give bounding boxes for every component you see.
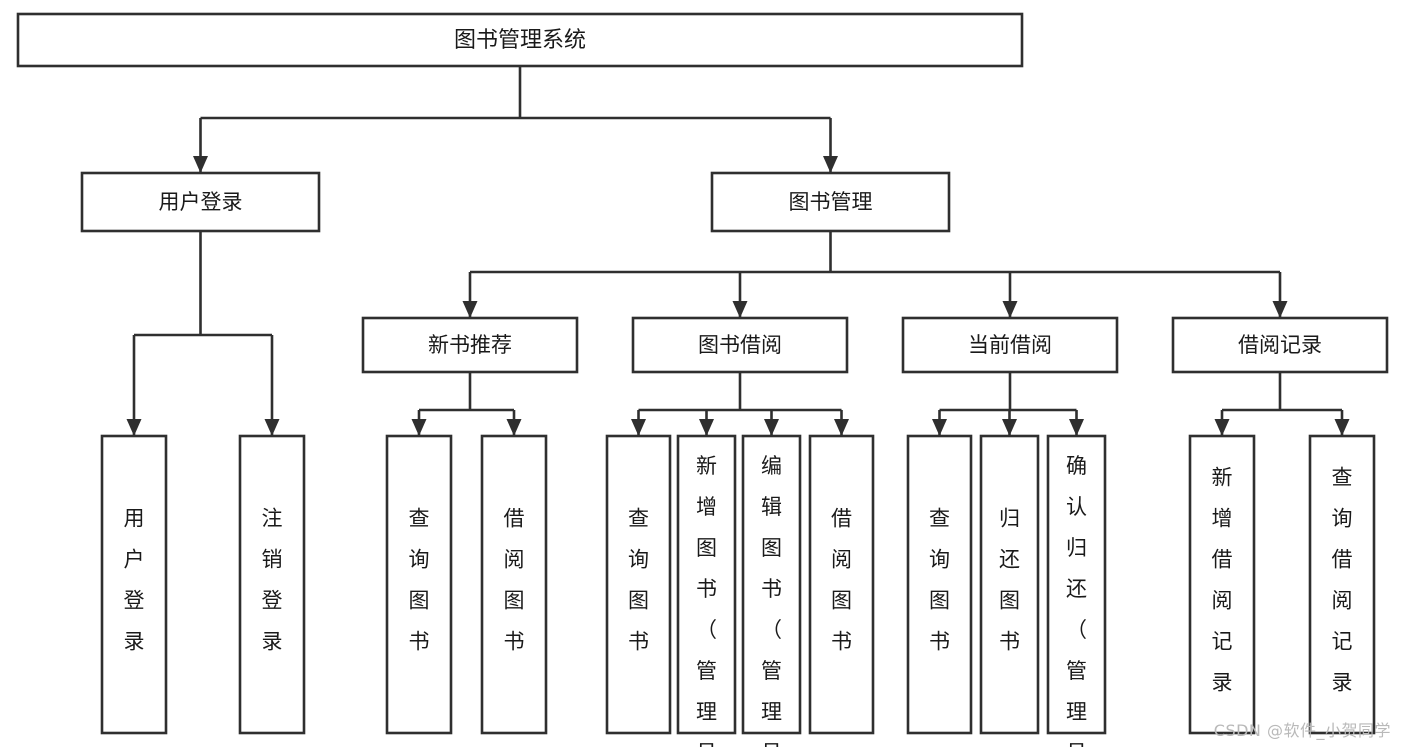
edge-new-book-recommend-arrow-0 xyxy=(411,419,427,436)
node-leaf-borrow-book-rec[interactable]: 借阅图书 xyxy=(480,434,548,735)
node-leaf-query-record[interactable]: 查询借阅记录 xyxy=(1308,434,1376,735)
node-leaf-borrow-book-label: 借阅图书 xyxy=(831,507,852,654)
node-layer: 图书管理系统用户登录图书管理新书推荐图书借阅当前借阅借阅记录用户登录注销登录查询… xyxy=(16,12,1389,747)
node-leaf-query-book-cur[interactable]: 查询图书 xyxy=(906,434,973,735)
node-leaf-add-record-label: 新增借阅记录 xyxy=(1212,466,1233,695)
node-leaf-return-book-rect xyxy=(979,434,1040,735)
node-leaf-edit-book-label: 编辑图书（管理员） xyxy=(761,454,782,747)
node-leaf-confirm-return-label: 确认归还（管理员） xyxy=(1066,454,1087,747)
node-leaf-edit-book[interactable]: 编辑图书（管理员） xyxy=(741,434,802,747)
node-user-login[interactable]: 用户登录 xyxy=(80,171,321,233)
node-leaf-add-book-label: 新增图书（管理员） xyxy=(696,454,717,747)
node-leaf-edit-book-rect xyxy=(741,434,802,735)
node-borrow-record[interactable]: 借阅记录 xyxy=(1171,316,1389,374)
edge-book-management-arrow-2 xyxy=(1002,301,1018,318)
node-book-management-rect xyxy=(710,171,951,233)
node-user-login-rect xyxy=(80,171,321,233)
node-book-borrow[interactable]: 图书借阅 xyxy=(631,316,849,374)
node-leaf-query-book-cur-label: 查询图书 xyxy=(929,507,950,654)
node-current-borrow-rect xyxy=(901,316,1119,374)
node-leaf-add-record[interactable]: 新增借阅记录 xyxy=(1188,434,1256,735)
node-leaf-user-logout-rect xyxy=(238,434,306,735)
node-new-book-recommend-rect xyxy=(361,316,579,374)
node-leaf-add-book[interactable]: 新增图书（管理员） xyxy=(676,434,737,747)
node-new-book-recommend-label: 新书推荐 xyxy=(428,333,512,357)
edge-user-login-arrow-1 xyxy=(264,419,280,436)
node-leaf-query-record-rect xyxy=(1308,434,1376,735)
edge-borrow-record-arrow-1 xyxy=(1334,419,1350,436)
edge-book-borrow-arrow-0 xyxy=(631,419,646,436)
node-leaf-query-record-label: 查询借阅记录 xyxy=(1332,466,1353,695)
edge-root-arrow-0 xyxy=(193,156,208,173)
edge-current-borrow-arrow-2 xyxy=(1069,419,1084,436)
node-book-borrow-label: 图书借阅 xyxy=(698,333,782,357)
node-leaf-user-login-rect xyxy=(100,434,168,735)
edge-borrow-record-arrow-0 xyxy=(1214,419,1230,436)
edge-book-management-arrow-0 xyxy=(462,301,478,318)
edge-current-borrow-arrow-0 xyxy=(932,419,947,436)
node-book-management[interactable]: 图书管理 xyxy=(710,171,951,233)
node-leaf-query-book-rec-label: 查询图书 xyxy=(409,507,430,654)
node-root-book-management-system[interactable]: 图书管理系统 xyxy=(16,12,1024,68)
edge-book-management-arrow-1 xyxy=(732,301,748,318)
node-book-borrow-rect xyxy=(631,316,849,374)
node-leaf-return-book[interactable]: 归还图书 xyxy=(979,434,1040,735)
node-leaf-add-record-rect xyxy=(1188,434,1256,735)
node-leaf-query-book-borrow-label: 查询图书 xyxy=(628,507,649,654)
node-borrow-record-rect xyxy=(1171,316,1389,374)
node-leaf-borrow-book-rec-label: 借阅图书 xyxy=(504,507,525,654)
node-leaf-query-book-borrow[interactable]: 查询图书 xyxy=(605,434,672,735)
node-leaf-user-login-label: 用户登录 xyxy=(124,507,145,654)
edge-book-borrow-arrow-1 xyxy=(699,419,714,436)
node-leaf-borrow-book-rec-rect xyxy=(480,434,548,735)
node-leaf-confirm-return[interactable]: 确认归还（管理员） xyxy=(1046,434,1107,747)
node-leaf-query-book-rec-rect xyxy=(385,434,453,735)
edge-book-borrow-arrow-2 xyxy=(764,419,779,436)
edge-root-arrow-1 xyxy=(823,156,838,173)
node-leaf-confirm-return-rect xyxy=(1046,434,1107,735)
node-current-borrow[interactable]: 当前借阅 xyxy=(901,316,1119,374)
node-book-management-label: 图书管理 xyxy=(789,190,873,214)
edge-user-login-arrow-0 xyxy=(126,419,142,436)
node-leaf-return-book-label: 归还图书 xyxy=(999,507,1020,654)
node-leaf-add-book-rect xyxy=(676,434,737,735)
node-leaf-user-logout[interactable]: 注销登录 xyxy=(238,434,306,735)
edge-book-management-arrow-3 xyxy=(1272,301,1288,318)
node-root-book-management-system-label: 图书管理系统 xyxy=(454,28,586,53)
node-leaf-borrow-book[interactable]: 借阅图书 xyxy=(808,434,875,735)
node-user-login-label: 用户登录 xyxy=(159,190,243,214)
node-root-book-management-system-rect xyxy=(16,12,1024,68)
edge-new-book-recommend-arrow-1 xyxy=(506,419,522,436)
node-leaf-user-logout-label: 注销登录 xyxy=(262,507,283,654)
node-new-book-recommend[interactable]: 新书推荐 xyxy=(361,316,579,374)
node-leaf-borrow-book-rect xyxy=(808,434,875,735)
edge-current-borrow-arrow-1 xyxy=(1002,419,1017,436)
node-leaf-query-book-borrow-rect xyxy=(605,434,672,735)
node-borrow-record-label: 借阅记录 xyxy=(1238,333,1322,357)
node-current-borrow-label: 当前借阅 xyxy=(968,333,1052,357)
node-leaf-query-book-rec[interactable]: 查询图书 xyxy=(385,434,453,735)
connector-layer xyxy=(126,66,1350,436)
node-leaf-user-login[interactable]: 用户登录 xyxy=(100,434,168,735)
edge-book-borrow-arrow-3 xyxy=(834,419,849,436)
csdn-watermark: CSDN @软件_小贺同学 xyxy=(1213,721,1391,740)
node-leaf-query-book-cur-rect xyxy=(906,434,973,735)
